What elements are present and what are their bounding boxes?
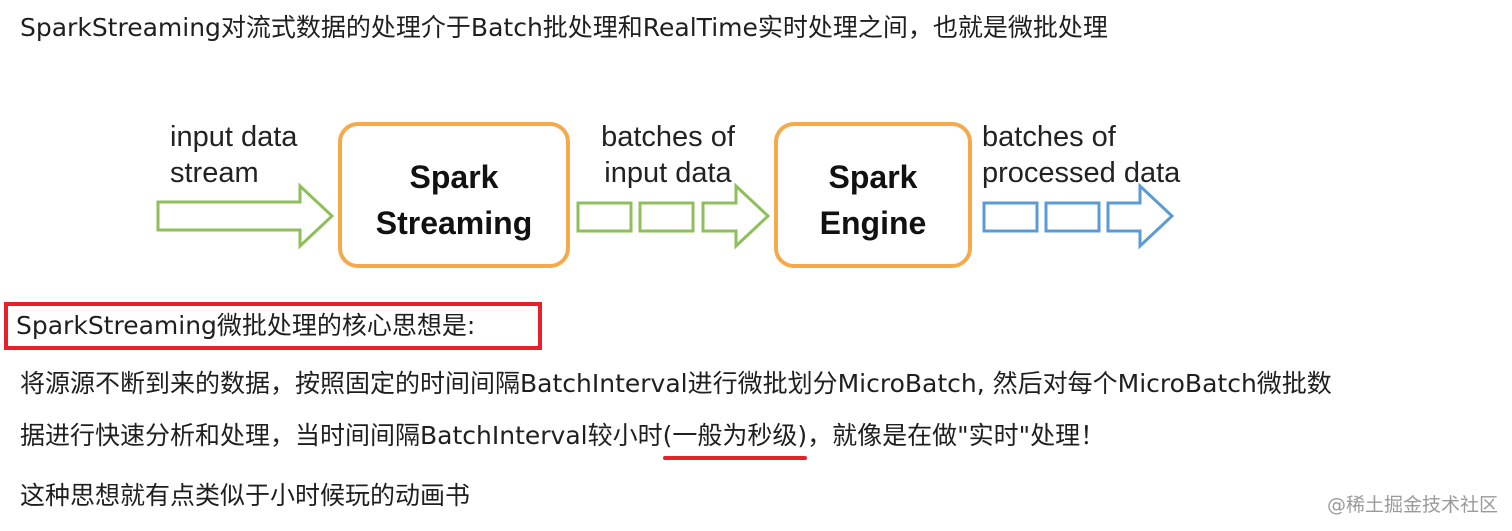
box1-label-line1: Spark	[410, 159, 499, 195]
flipbook-analogy: 这种思想就有点类似于小时候玩的动画书	[20, 481, 471, 510]
output-batch-arrow	[1106, 182, 1175, 250]
paragraph-line-2: 据进行快速分析和处理，当时间间隔BatchInterval较小时(一般为秒级)，…	[20, 418, 1106, 460]
input-batch-arrow	[701, 182, 771, 250]
paragraph-line-2-start: 据进行快速分析和处理，当时间间隔BatchInterval较小时	[20, 421, 663, 450]
watermark: @稀土掘金技术社区	[1326, 494, 1498, 516]
output-batch-2	[1044, 201, 1101, 233]
out-label-line1: batches of	[982, 121, 1117, 153]
intro-text: SparkStreaming对流式数据的处理介于Batch批处理和RealTim…	[20, 13, 1108, 42]
input-batch-1	[576, 201, 633, 233]
input-batch-2	[638, 201, 695, 233]
core-idea-heading: SparkStreaming微批处理的核心思想是:	[16, 311, 476, 340]
paragraph-line-1: 将源源不断到来的数据，按照固定的时间间隔BatchInterval进行微批划分M…	[20, 369, 1332, 398]
paragraph-line-2-end: ，就像是在做"实时"处理！	[807, 421, 1106, 450]
output-batch-1	[982, 201, 1039, 233]
spark-streaming-box	[338, 122, 570, 268]
highlight-box	[4, 302, 542, 350]
input-arrow	[156, 182, 335, 250]
underlined-seconds-note: (一般为秒级)	[662, 418, 807, 460]
spark-streaming-diagram: input data stream Spark Streaming batche…	[156, 121, 1181, 268]
mid-label-line2: input data	[604, 157, 732, 189]
box1-label-line2: Streaming	[376, 205, 532, 241]
spark-engine-box	[774, 122, 972, 268]
box2-label-line1: Spark	[829, 159, 918, 195]
box2-label-line2: Engine	[820, 205, 927, 241]
input-label-line1: input data	[170, 121, 298, 153]
out-label-line2: processed data	[982, 157, 1181, 189]
input-label-line2: stream	[170, 157, 259, 189]
mid-label-line1: batches of	[601, 121, 736, 153]
